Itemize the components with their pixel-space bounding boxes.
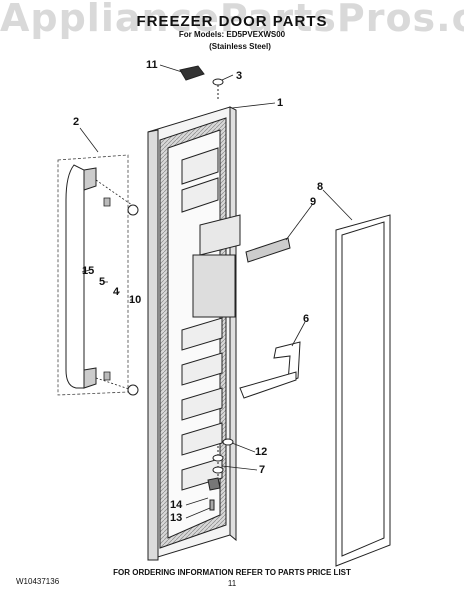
callout-14: 14 (170, 499, 183, 511)
callout-9: 9 (310, 196, 317, 208)
callout-15: 15 (82, 265, 95, 277)
callout-1: 1 (277, 97, 284, 109)
callout-11: 11 (146, 59, 158, 71)
page-number: 11 (227, 579, 237, 588)
freezer-door-panel (147, 106, 241, 561)
door-handle-assembly (57, 154, 139, 396)
callout-12: 12 (255, 446, 268, 458)
callout-8: 8 (317, 181, 324, 193)
top-hinge-bushing (212, 78, 224, 100)
dispenser-trim (245, 237, 291, 263)
callout-10: 10 (129, 294, 142, 306)
door-gasket (335, 214, 391, 567)
callout-5: 5 (99, 276, 106, 288)
callout-4: 4 (113, 286, 120, 298)
top-hinge-cap (179, 65, 205, 81)
lower-bracket (239, 341, 301, 399)
callout-3: 3 (236, 70, 243, 82)
callout-13: 13 (170, 512, 183, 524)
callout-2: 2 (73, 116, 80, 128)
document-number: W10437136 (16, 577, 60, 586)
page-title: FREEZER DOOR PARTS (136, 13, 328, 30)
model-subtitle: For Models: ED5PVEXWS00 (178, 30, 286, 39)
leader-lines (79, 64, 353, 519)
ordering-info: FOR ORDERING INFORMATION REFER TO PARTS … (113, 568, 351, 577)
callout-7: 7 (259, 464, 266, 476)
finish-note: (Stainless Steel) (209, 42, 271, 51)
bottom-hinge-parts (207, 438, 234, 511)
callout-6: 6 (303, 313, 310, 325)
